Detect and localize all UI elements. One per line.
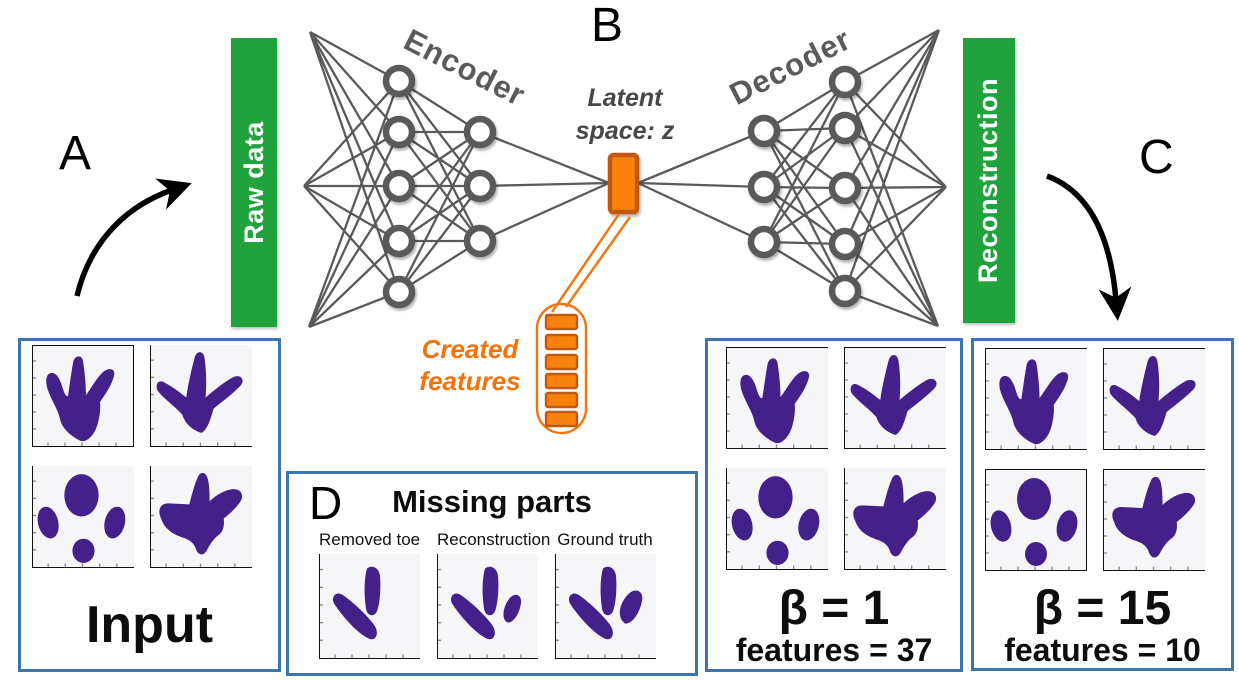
footprint-plot bbox=[844, 468, 946, 570]
input-caption: Input bbox=[85, 596, 214, 654]
encoder-hidden-edges bbox=[397, 80, 482, 293]
footprint-plot bbox=[985, 469, 1087, 571]
footprint-plot bbox=[32, 345, 134, 447]
latent-vector bbox=[607, 152, 640, 215]
missing-column: Ground truth bbox=[555, 530, 656, 659]
beta15-plot-grid bbox=[985, 348, 1205, 571]
created-features-line2: features bbox=[419, 366, 521, 396]
figure-label-c: C bbox=[1139, 131, 1174, 184]
arrow-a bbox=[74, 178, 192, 297]
footprint-plot bbox=[555, 554, 656, 659]
decoder-hidden-edges bbox=[762, 81, 847, 292]
beta15-features-caption: features = 10 bbox=[1004, 632, 1201, 668]
created-features-callout bbox=[535, 213, 631, 435]
encoder-title: Encoder bbox=[398, 22, 532, 113]
footprint-plot bbox=[1103, 469, 1205, 571]
missing-column: Removed toe bbox=[319, 530, 421, 659]
beta15-panel: β = 15 features = 10 bbox=[971, 338, 1234, 671]
footprint-plot bbox=[150, 345, 252, 447]
input-panel: Input bbox=[18, 338, 281, 672]
arrow-c bbox=[1046, 173, 1132, 321]
figure-label-a: A bbox=[59, 127, 92, 180]
footprint-plot bbox=[726, 468, 828, 570]
reconstruction-bar: Reconstruction bbox=[963, 38, 1015, 323]
latent-in-edges bbox=[479, 130, 610, 243]
raw-data-label: Raw data bbox=[238, 121, 269, 244]
beta1-caption: β = 1 bbox=[778, 582, 890, 635]
beta1-plot-grid bbox=[726, 347, 946, 570]
latent-title-line2: space: z bbox=[575, 117, 675, 145]
footprint-plot bbox=[985, 348, 1087, 450]
decoder-title: Decoder bbox=[723, 21, 857, 112]
figure-label-b: B bbox=[591, 0, 624, 52]
footprint-plot bbox=[844, 347, 946, 449]
feature-slots bbox=[544, 313, 579, 428]
footprint-plot bbox=[319, 554, 420, 659]
footprint-plot bbox=[32, 466, 134, 568]
encoder-input-fan bbox=[303, 30, 401, 329]
input-plot-grid bbox=[32, 345, 252, 568]
reconstruction-label: Reconstruction bbox=[973, 77, 1004, 284]
beta1-panel: β = 1 features = 37 bbox=[705, 338, 963, 672]
missing-parts-panel: D Missing parts Removed toe Reconstructi… bbox=[286, 471, 698, 676]
missing-parts-title: Missing parts bbox=[392, 484, 592, 519]
missing-column: Reconstruction bbox=[437, 530, 551, 659]
latent-title-line1: Latent bbox=[587, 84, 663, 112]
beta15-caption: β = 15 bbox=[1033, 582, 1172, 635]
column-label: Reconstruction bbox=[437, 530, 551, 549]
created-features-title: Created features bbox=[394, 333, 546, 397]
latent-space-title: Latent space: z bbox=[550, 82, 700, 148]
footprint-plot bbox=[1103, 348, 1205, 450]
column-label: Ground truth bbox=[557, 530, 653, 549]
decoder-output-fan bbox=[843, 28, 947, 328]
footprint-plot bbox=[150, 466, 252, 568]
beta1-features-caption: features = 37 bbox=[735, 632, 933, 668]
missing-parts-columns: Removed toe Reconstruction Ground truth bbox=[319, 530, 656, 659]
footprint-plot bbox=[437, 554, 538, 659]
raw-data-bar: Raw data bbox=[231, 38, 277, 327]
created-features-line1: Created bbox=[421, 334, 519, 364]
footprint-plot bbox=[726, 347, 828, 449]
column-label: Removed toe bbox=[319, 530, 421, 549]
figure-label-d: D bbox=[309, 477, 343, 529]
network-edges bbox=[303, 28, 947, 329]
